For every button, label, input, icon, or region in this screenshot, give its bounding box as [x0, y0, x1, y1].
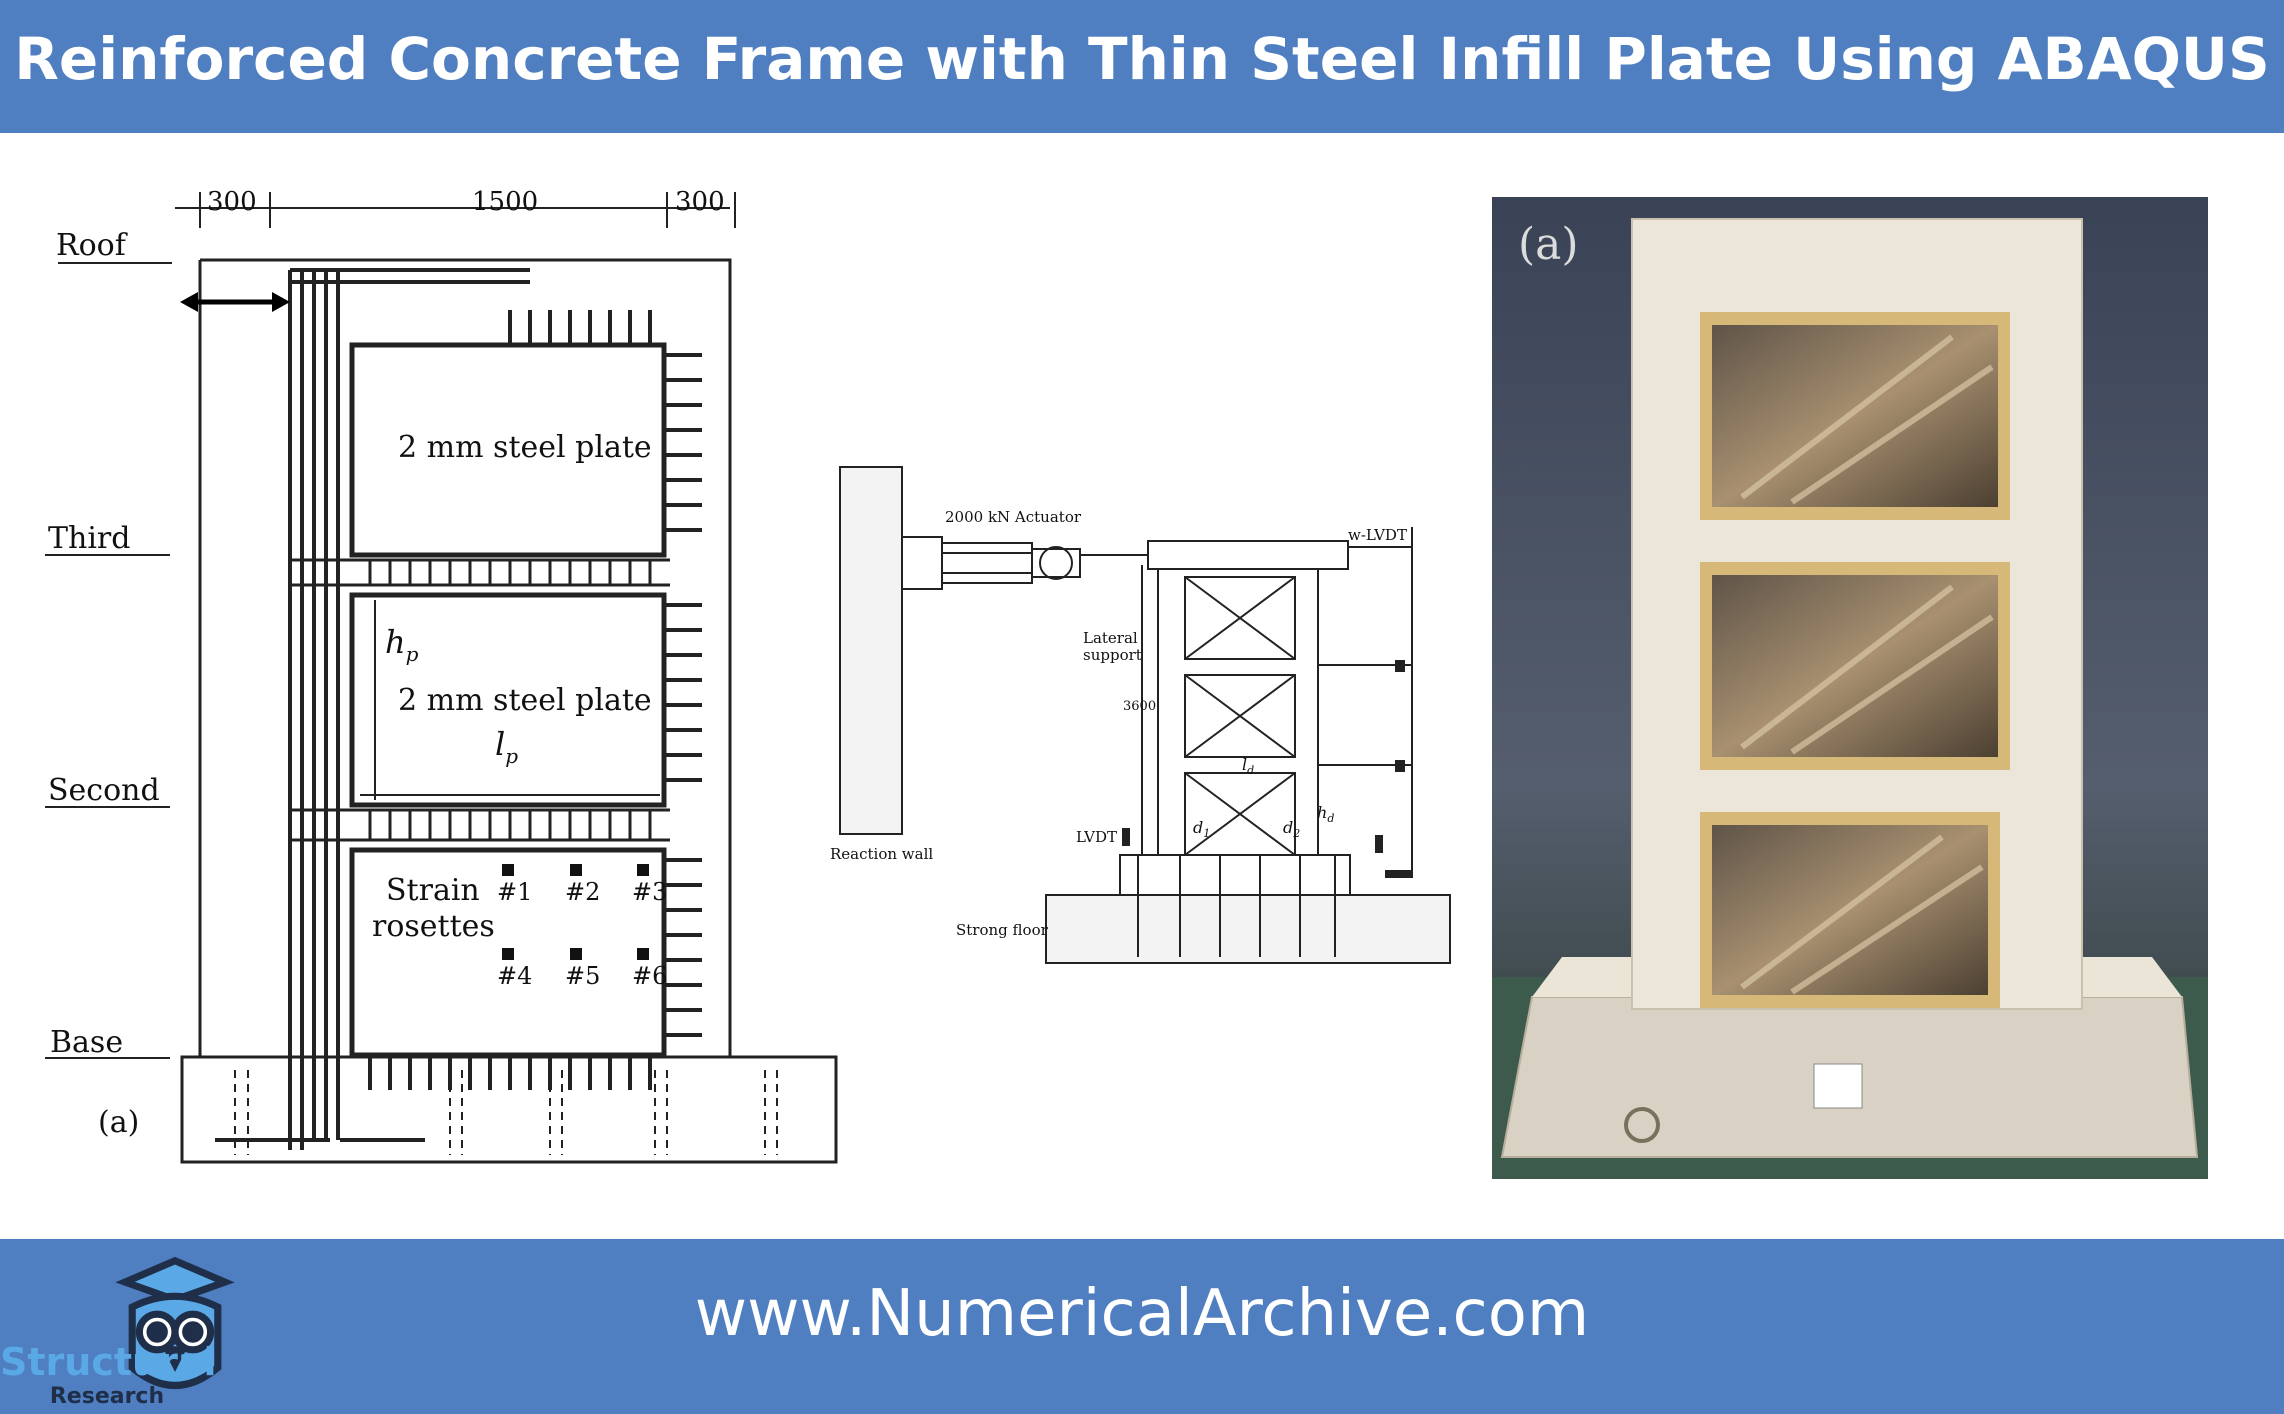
gauge-1: #1	[497, 878, 532, 906]
plate-label-top: 2 mm steel plate	[398, 430, 652, 465]
owl-logo-icon	[115, 1256, 235, 1389]
hd-label: hd	[1317, 803, 1334, 825]
d1-label: d1	[1193, 818, 1210, 840]
strong-floor-label: Strong floor	[956, 921, 1049, 939]
test-setup-drawing: 2000 kN Actuator w-LVDT Lateral support …	[830, 466, 1451, 964]
strain-label-line2: rosettes	[372, 909, 495, 944]
height-label: 3600	[1123, 699, 1156, 714]
reaction-wall-label: Reaction wall	[830, 845, 933, 863]
dim-label-left: 300	[207, 187, 257, 217]
gauge-2: #2	[565, 878, 600, 906]
level-third: Third	[48, 521, 130, 556]
d2-label: d2	[1283, 818, 1300, 840]
dim-label-middle: 1500	[472, 187, 538, 217]
load-arrow	[180, 292, 290, 312]
lateral-support-line2: support	[1083, 646, 1142, 664]
lp-label: lp	[495, 725, 518, 768]
plate-label-middle: 2 mm steel plate	[398, 683, 652, 718]
lateral-support-line1: Lateral	[1083, 629, 1138, 647]
level-roof: Roof	[56, 228, 128, 263]
footer-banner	[0, 1239, 2284, 1414]
photo-panel-tag: (a)	[1518, 219, 1579, 270]
lvdt-label: LVDT	[1076, 828, 1117, 846]
site-url[interactable]: www.NumericalArchive.com	[694, 1277, 1590, 1351]
dim-label-right: 300	[675, 187, 725, 217]
page-title: Reinforced Concrete Frame with Thin Stee…	[14, 25, 2270, 93]
gauge-4: #4	[497, 962, 532, 990]
title-banner: Reinforced Concrete Frame with Thin Stee…	[0, 0, 2284, 133]
gauge-5: #5	[565, 962, 600, 990]
ld-label: ld	[1242, 755, 1254, 777]
specimen-photo: (a)	[1492, 197, 2208, 1179]
hp-label: hp	[385, 623, 419, 666]
actuator-label: 2000 kN Actuator	[945, 508, 1082, 526]
strain-label-line1: Strain	[386, 873, 480, 908]
logo-word: Structural	[0, 1340, 217, 1384]
level-base: Base	[50, 1025, 123, 1060]
frame-elevation-drawing: 300 1500 300 Roof Third Second Base 2 mm…	[45, 187, 838, 1164]
panel-tag-left: (a)	[98, 1105, 139, 1140]
level-second: Second	[48, 773, 160, 808]
gauge-6: #6	[632, 962, 667, 990]
wlvdt-label: w-LVDT	[1348, 526, 1407, 544]
gauge-3: #3	[632, 878, 667, 906]
logo-subtitle: Research	[49, 1384, 165, 1409]
